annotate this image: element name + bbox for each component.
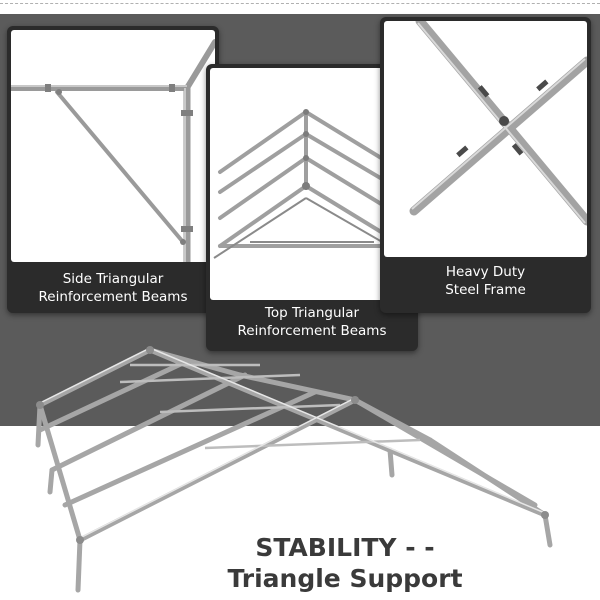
top-beams-caption-line2: Reinforcement Beams xyxy=(237,323,387,339)
side-beams-photo xyxy=(11,30,215,262)
side-beams-card: Side Triangular Reinforcement Beams xyxy=(7,26,219,313)
side-beams-caption-line2: Reinforcement Beams xyxy=(38,289,188,305)
canopy-frame-illustration xyxy=(35,346,553,593)
steel-frame-caption-line1: Heavy Duty xyxy=(445,264,526,280)
headline-line2: Triangle Support xyxy=(227,564,463,593)
steel-frame-card: Heavy Duty Steel Frame xyxy=(380,17,591,313)
side-beams-caption-line1: Side Triangular xyxy=(62,271,164,287)
stability-headline: STABILITY - - Triangle Support xyxy=(170,532,520,594)
steel-frame-caption-line2: Steel Frame xyxy=(445,282,526,298)
top-beams-caption-line1: Top Triangular xyxy=(264,305,360,321)
steel-frame-photo xyxy=(384,21,587,257)
top-dashed-border xyxy=(0,3,600,4)
headline-line1: STABILITY - - xyxy=(255,533,435,562)
